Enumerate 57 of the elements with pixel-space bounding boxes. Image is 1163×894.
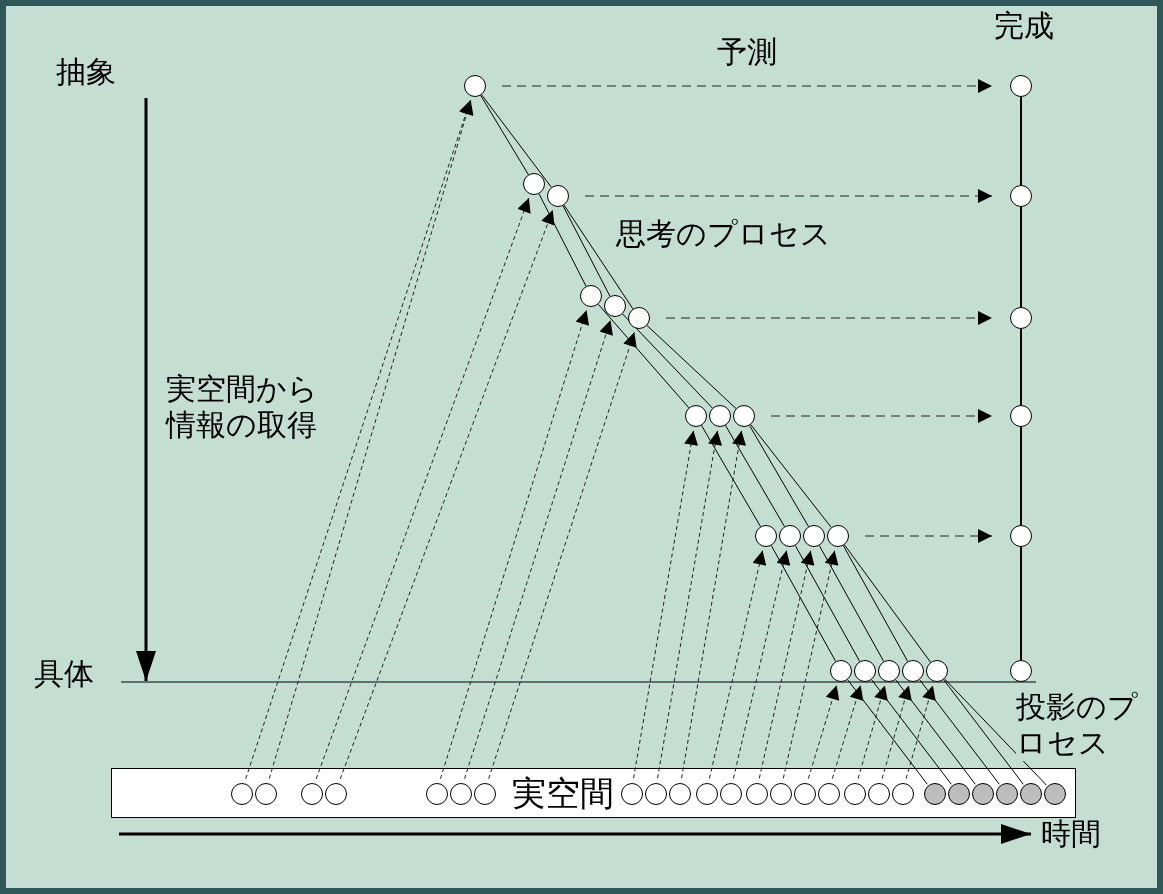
column-heading: 完成: [994, 8, 1054, 44]
axis-label: 具体: [34, 656, 94, 692]
circle-node: [645, 783, 667, 805]
circle-node: [733, 405, 755, 427]
circle-node: [696, 783, 718, 805]
band-label: 実空間: [512, 772, 614, 814]
circle-node: [902, 660, 924, 682]
circle-node: [827, 525, 849, 547]
circle-node: [474, 783, 496, 805]
circle-node: [669, 783, 691, 805]
circle-node: [1020, 783, 1042, 805]
circle-node: [628, 307, 650, 329]
axis-label: 抽象: [56, 54, 116, 90]
circle-node: [818, 783, 840, 805]
circle-node: [794, 783, 816, 805]
circle-node: [844, 783, 866, 805]
circle-node: [1010, 525, 1032, 547]
circle-node: [547, 185, 569, 207]
circle-node: [746, 783, 768, 805]
circle-node: [720, 783, 742, 805]
circle-node: [464, 75, 486, 97]
real-space-band: [111, 768, 1076, 818]
circle-node: [1044, 783, 1066, 805]
process-label: 思考のプロセス: [616, 216, 831, 252]
circle-node: [709, 405, 731, 427]
circle-node: [1010, 307, 1032, 329]
circle-node: [1010, 75, 1032, 97]
circle-node: [580, 285, 602, 307]
circle-node: [926, 660, 948, 682]
circle-node: [854, 660, 876, 682]
axis-label: 時間: [1041, 816, 1101, 852]
circle-node: [755, 525, 777, 547]
circle-node: [604, 295, 626, 317]
circle-node: [1010, 185, 1032, 207]
circle-node: [868, 783, 890, 805]
circle-node: [621, 783, 643, 805]
circle-node: [948, 783, 970, 805]
circle-node: [231, 783, 253, 805]
circle-node: [770, 783, 792, 805]
circle-node: [878, 660, 900, 682]
circle-node: [301, 783, 323, 805]
circle-node: [325, 783, 347, 805]
circle-node: [1010, 405, 1032, 427]
circle-node: [685, 405, 707, 427]
circle-node: [803, 525, 825, 547]
circle-node: [892, 783, 914, 805]
process-label: 投影のプロセス: [1016, 689, 1139, 761]
circle-node: [450, 783, 472, 805]
circle-node: [779, 525, 801, 547]
circle-node: [523, 173, 545, 195]
circle-node: [924, 783, 946, 805]
circle-node: [1010, 660, 1032, 682]
circle-node: [972, 783, 994, 805]
circle-node: [426, 783, 448, 805]
circle-node: [830, 660, 852, 682]
circle-node: [996, 783, 1018, 805]
circle-node: [255, 783, 277, 805]
